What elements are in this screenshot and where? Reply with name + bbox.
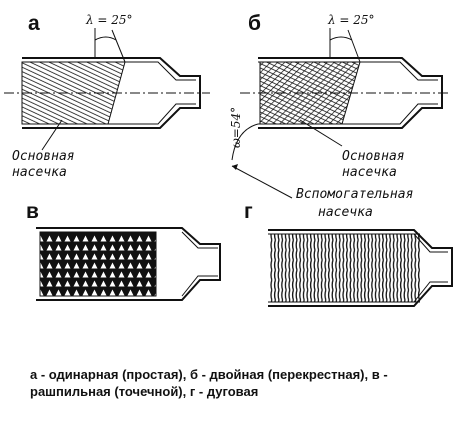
panel-a: а λ = 25° Основная насечка (4, 12, 210, 180)
panel-b: б λ = 25° ω=54° Основная насечка Вспомог… (229, 12, 450, 220)
panel-b-label-line2: насечка (342, 165, 397, 180)
panel-a-letter: а (28, 12, 40, 35)
panel-b-omega-label: ω=54° (229, 107, 243, 148)
panel-b-file-body (240, 57, 450, 129)
panel-a-file-body (4, 57, 210, 129)
panel-g: г (244, 200, 453, 307)
panel-a-label-line1: Основная (12, 149, 75, 164)
panel-b-label-line4: насечка (318, 205, 373, 220)
panel-v-file-body (36, 227, 221, 301)
panel-b-label-line3: Вспомогательная (296, 187, 413, 202)
panel-a-label: Основная насечка (12, 119, 75, 180)
panel-b-angle-label: λ = 25° (327, 13, 375, 27)
panel-b-label-line1: Основная (342, 149, 405, 164)
panel-v: в (26, 200, 221, 301)
panel-g-letter: г (244, 200, 253, 223)
panel-b-letter: б (248, 12, 261, 35)
panel-b-angle-mark: λ = 25° (327, 13, 375, 63)
panel-a-label-line2: насечка (12, 165, 67, 180)
panel-g-file-body (268, 229, 453, 307)
panel-a-angle-mark: λ = 25° (85, 13, 133, 63)
panel-b-omega-mark: ω=54° (229, 107, 259, 161)
panel-b-labels: Основная насечка Вспомогательная насечка (231, 119, 413, 220)
panel-v-letter: в (26, 200, 39, 223)
panel-a-angle-label: λ = 25° (85, 13, 133, 27)
figure-caption: а - одинарная (простая), б - двойная (пе… (30, 367, 388, 399)
